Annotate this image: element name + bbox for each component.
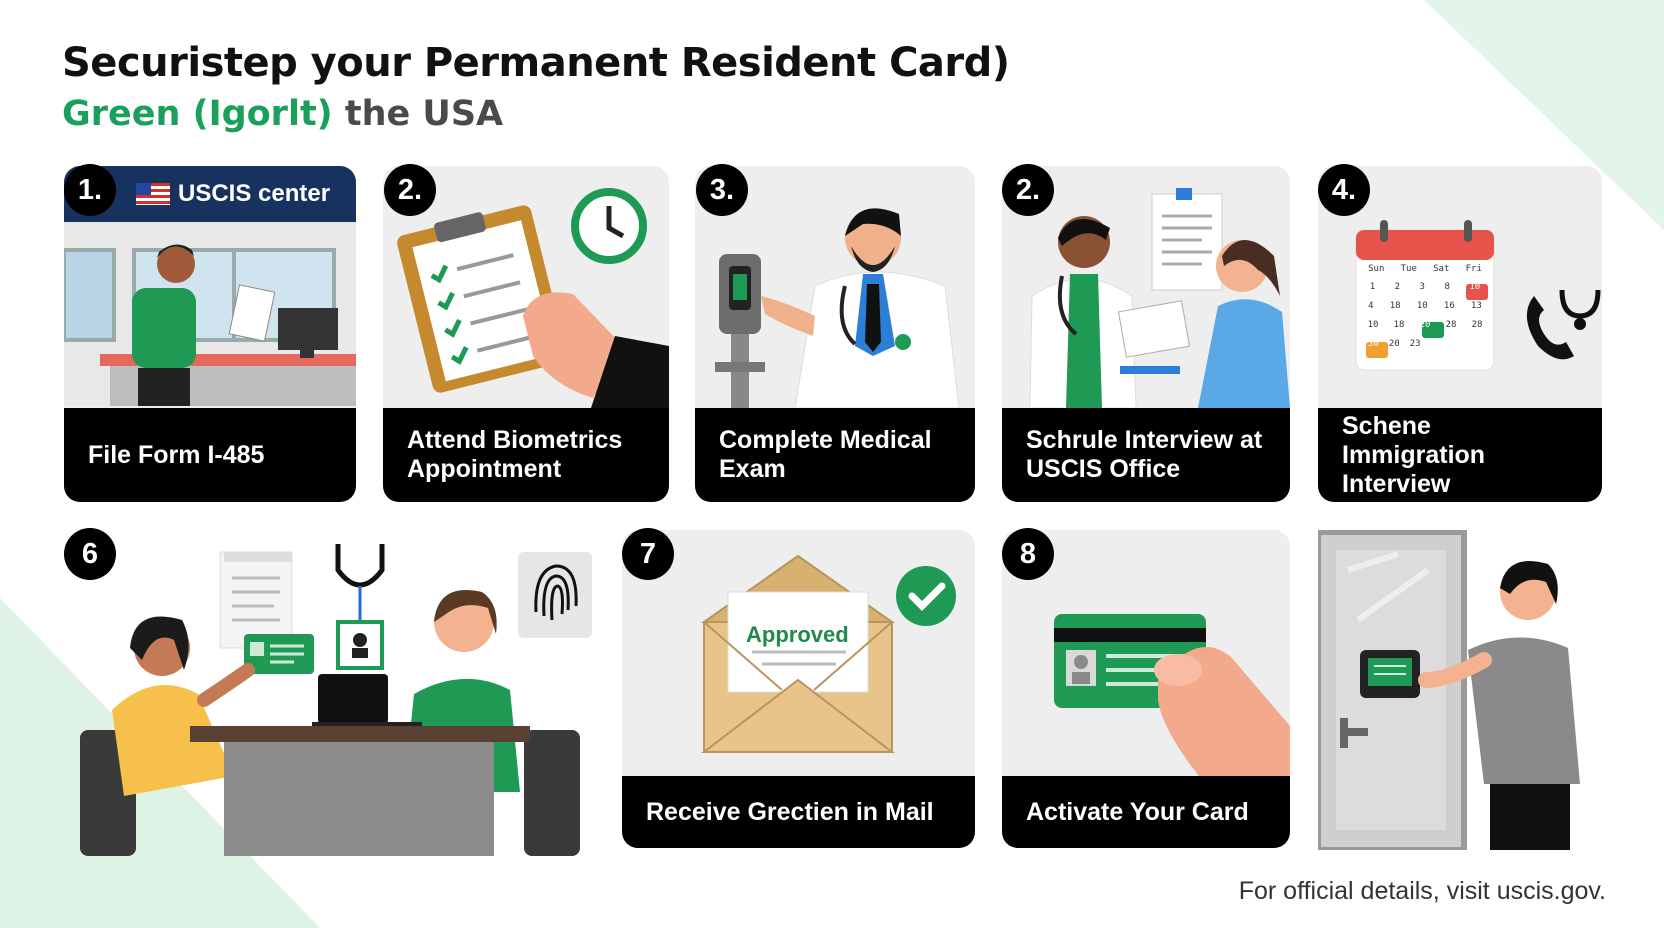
calendar-date-highlight: 10: [1469, 282, 1481, 292]
step-label: Receive Grectien in Mail: [622, 776, 975, 848]
calendar-date: 20: [1388, 339, 1400, 349]
step-card-8: Activate Your Card: [1002, 530, 1290, 848]
step-number-badge: 1.: [64, 164, 116, 216]
uscis-sign-text: USCIS center: [178, 180, 331, 207]
calendar-date: 2: [1394, 282, 1401, 292]
step-number-badge: 8: [1002, 528, 1054, 580]
calendar-day-header: Fri: [1465, 264, 1482, 274]
calendar-date: 18: [1393, 320, 1405, 330]
calendar-date: 10: [1416, 301, 1428, 311]
step-number-badge: 3.: [696, 164, 748, 216]
uscis-office-icon: [64, 222, 356, 406]
door-card-reader-icon: [1315, 529, 1580, 853]
calendar-day-header: Tue: [1400, 264, 1417, 274]
calendar-icon: [1355, 220, 1601, 371]
step-number-badge: 2.: [1002, 164, 1054, 216]
step-card-9: [1315, 529, 1604, 853]
calendar-date: 13: [1471, 301, 1482, 311]
calendar-date: 1: [1369, 282, 1376, 292]
us-flag-icon: [136, 183, 170, 205]
subtitle-gray: the USA: [344, 94, 504, 134]
calendar-date: 4: [1368, 301, 1374, 311]
doctor-icon: [715, 208, 960, 408]
step-number-badge: 2.: [384, 164, 436, 216]
interview-scene-icon: [80, 544, 592, 856]
step-card-2: Attend Biometrics Appointment: [383, 166, 669, 502]
step-label: Attend Biometrics Appointment: [383, 408, 669, 502]
calendar-date: 28: [1471, 320, 1483, 330]
calendar-date: 3: [1419, 282, 1425, 292]
step-number-badge: 6: [64, 528, 116, 580]
envelope-icon: [700, 554, 956, 753]
calendar-date: 28: [1445, 320, 1457, 330]
uscis-sign: USCIS center: [64, 166, 356, 222]
calendar-date: 8: [1444, 282, 1450, 292]
calendar-date: 10: [1367, 320, 1379, 330]
step-card-6: [64, 530, 604, 860]
calendar-day-header: Sun: [1368, 264, 1385, 274]
step-number-badge: 4.: [1318, 164, 1370, 216]
step-label: Complete Medical Exam: [695, 408, 975, 502]
calendar-date: 16: [1443, 301, 1455, 311]
approved-stamp-text: Approved: [746, 622, 849, 647]
green-card-icon: [1054, 614, 1290, 780]
page-title: Securistep your Permanent Resident Card): [62, 40, 1010, 86]
step-number-badge: 7: [622, 528, 674, 580]
page-subtitle: Green (Igorlt) the USA: [62, 94, 503, 134]
step-card-3: Complete Medical Exam: [695, 166, 975, 502]
step-label: File Form I-485: [64, 408, 356, 502]
step-card-7: Approved Receive Grectien in Mail: [622, 530, 975, 848]
step-label: Schrule Interview at USCIS Office: [1002, 408, 1290, 502]
calendar-day-header: Sat: [1433, 264, 1450, 274]
calendar-date-highlight: 20: [1419, 320, 1431, 330]
step-card-4: Schrule Interview at USCIS Office: [1002, 166, 1290, 502]
step-card-1: USCIS center File Form I-485: [64, 166, 356, 502]
clipboard-checklist-icon: [397, 188, 669, 408]
calendar-date-highlight: 30: [1368, 339, 1379, 349]
calendar-date: 23: [1409, 339, 1421, 349]
footer-note: For official details, visit uscis.gov.: [1238, 877, 1606, 905]
step-label: Schene Immigration Interview: [1318, 408, 1602, 502]
subtitle-green: Green (Igorlt): [62, 94, 333, 134]
calendar-date: 18: [1389, 301, 1401, 311]
step-label: Activate Your Card: [1002, 776, 1290, 848]
doctor-patient-icon: [1029, 188, 1290, 408]
